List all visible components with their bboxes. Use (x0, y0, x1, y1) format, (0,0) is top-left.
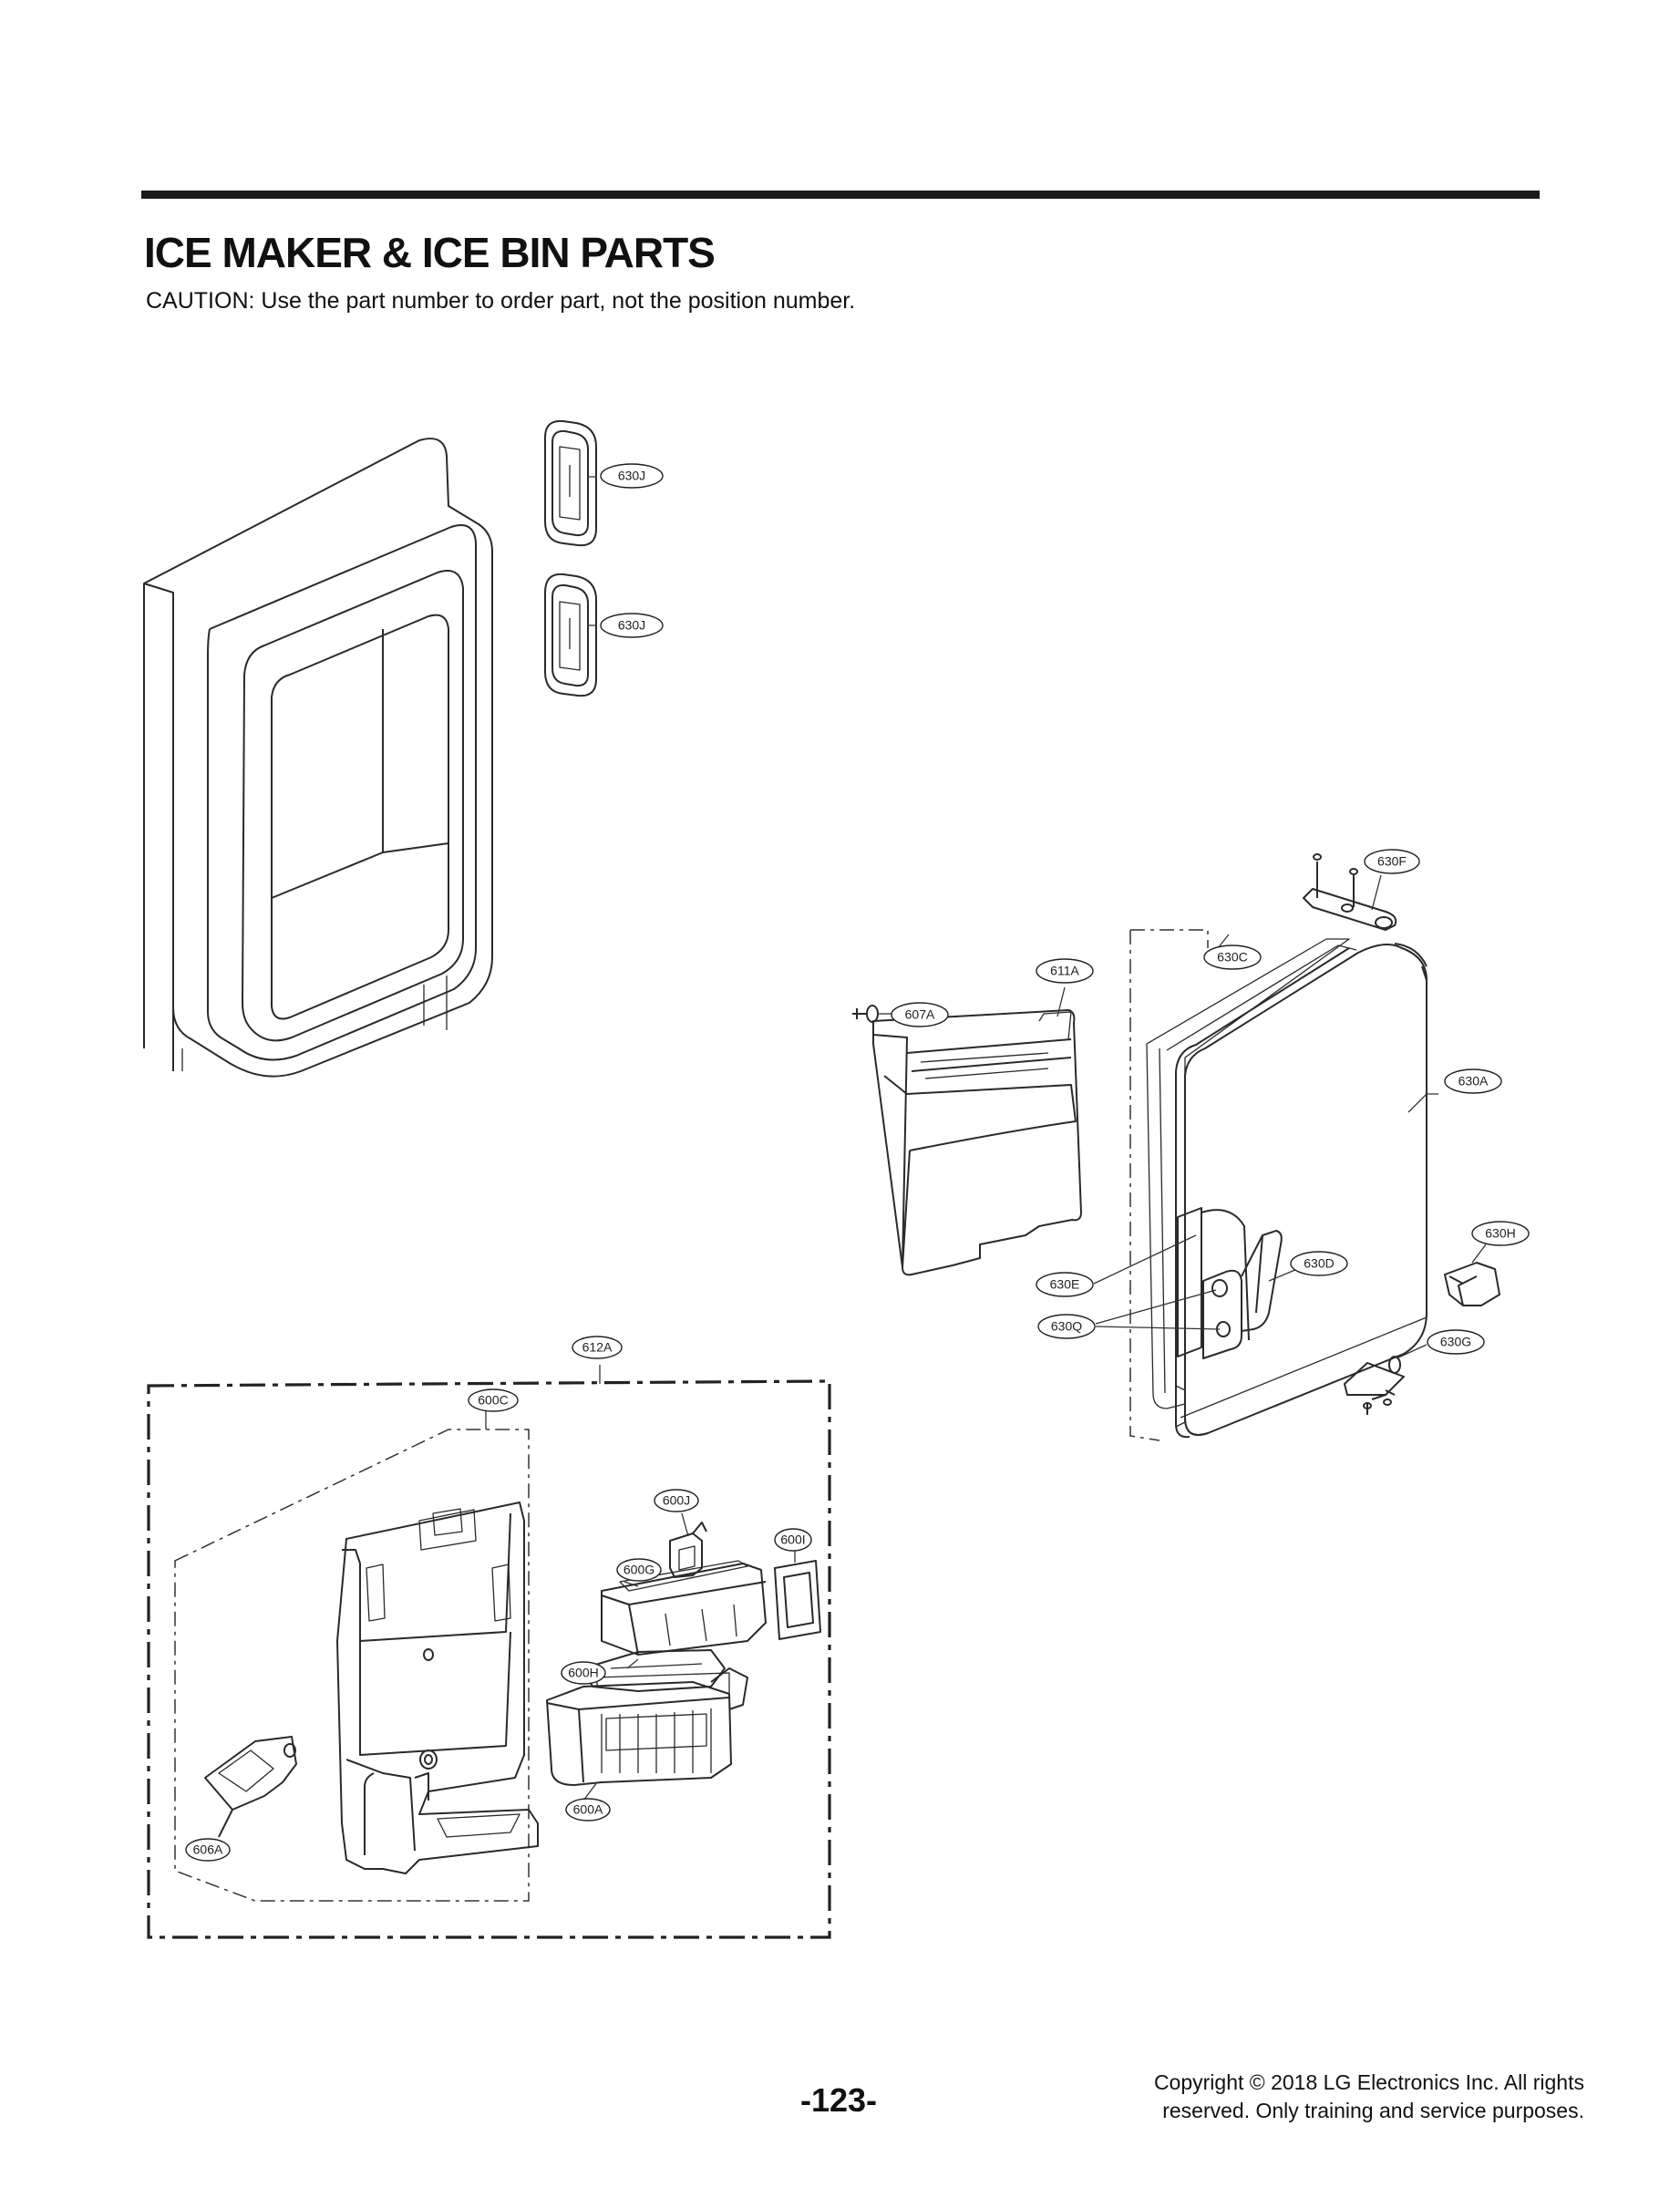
callout-600a: 600A (565, 1798, 611, 1822)
callout-630a: 630A (1444, 1068, 1502, 1094)
callout-630f: 630F (1364, 849, 1420, 874)
callout-600g: 600G (616, 1558, 662, 1582)
callout-607a: 607A (891, 1002, 949, 1027)
gasket-630j-bottom (544, 573, 597, 697)
svg-text:607A: 607A (905, 1007, 935, 1022)
screw-607a (852, 1005, 879, 1023)
gasket-600i (774, 1560, 821, 1640)
callout-611a: 611A (1036, 958, 1094, 984)
svg-text:630F: 630F (1377, 854, 1407, 869)
svg-text:600J: 600J (663, 1493, 690, 1508)
copyright-line-2: reserved. Only training and service purp… (1162, 2099, 1584, 2122)
hinge-630g (1344, 1356, 1405, 1415)
svg-text:612A: 612A (582, 1340, 613, 1355)
hinge-630f (1303, 853, 1397, 931)
copyright-notice: Copyright © 2018 LG Electronics Inc. All… (1154, 2069, 1584, 2125)
ice-bin-door-outline (1129, 929, 1209, 1441)
svg-text:600A: 600A (573, 1802, 603, 1817)
gasket-630j-top (544, 419, 597, 547)
svg-text:630E: 630E (1050, 1277, 1080, 1292)
icemaker-subassembly-outline (174, 1429, 530, 1902)
page-number: -123- (800, 2081, 878, 2119)
svg-text:630C: 630C (1217, 950, 1247, 965)
door-lever-630d (1202, 1230, 1283, 1359)
svg-text:600G: 600G (624, 1563, 654, 1577)
svg-text:600H: 600H (568, 1666, 598, 1680)
door-liner-housing (143, 438, 493, 1078)
callout-630q: 630Q (1037, 1314, 1096, 1339)
ice-mold-cover-600g (601, 1560, 767, 1656)
svg-text:630G: 630G (1440, 1335, 1471, 1349)
ice-ejector-600h (582, 1649, 726, 1692)
header-rule (141, 191, 1540, 199)
callout-630h: 630H (1471, 1221, 1530, 1246)
svg-text:611A: 611A (1050, 964, 1079, 978)
callout-630g: 630G (1427, 1329, 1485, 1355)
callout-600h: 600H (561, 1661, 606, 1685)
caution-note: CAUTION: Use the part number to order pa… (146, 288, 856, 314)
icemaker-assembly-box (147, 1379, 831, 1939)
door-handle-630e (1177, 1207, 1250, 1357)
page-title: ICE MAKER & ICE BIN PARTS (144, 229, 716, 276)
callout-600c: 600C (468, 1388, 519, 1412)
callout-612a: 612A (572, 1336, 623, 1359)
callout-606a: 606A (185, 1838, 231, 1862)
latch-630h (1444, 1262, 1500, 1306)
svg-text:630A: 630A (1458, 1074, 1489, 1089)
svg-text:630D: 630D (1304, 1256, 1334, 1271)
svg-text:630H: 630H (1485, 1226, 1515, 1241)
svg-text:630J: 630J (618, 469, 645, 483)
ice-bin-door (1146, 938, 1427, 1439)
callout-630j-top: 630J (600, 463, 664, 489)
ice-cover-611a (872, 1009, 1082, 1276)
icemaker-frame (336, 1502, 539, 1874)
svg-text:606A: 606A (193, 1842, 223, 1857)
copyright-line-1: Copyright © 2018 LG Electronics Inc. All… (1153, 2070, 1584, 2094)
callout-600i: 600I (774, 1528, 812, 1552)
svg-text:630Q: 630Q (1051, 1319, 1082, 1334)
svg-text:600C: 600C (478, 1393, 508, 1408)
svg-text:630J: 630J (618, 618, 645, 633)
callout-630e: 630E (1036, 1272, 1094, 1297)
svg-text:600I: 600I (780, 1533, 805, 1547)
callout-600j: 600J (654, 1489, 699, 1512)
callout-630c: 630C (1203, 944, 1262, 970)
callout-630d: 630D (1290, 1251, 1348, 1276)
callout-630j-bottom: 630J (600, 613, 664, 638)
ice-tray-600a (546, 1667, 748, 1786)
bracket-600j (669, 1522, 707, 1578)
sensor-606a (204, 1736, 297, 1838)
